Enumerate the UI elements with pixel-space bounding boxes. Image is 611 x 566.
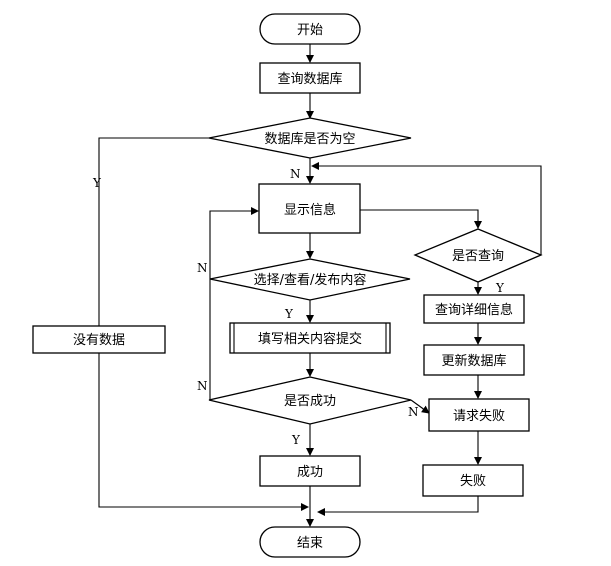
edge-success-no-to-reqfail: [410, 399, 430, 414]
process-success-label: 成功: [297, 465, 323, 480]
node-is-query: 是否查询: [413, 228, 543, 283]
node-success: 成功: [259, 455, 361, 487]
process-no-data-shape: [32, 325, 166, 354]
process-fail-shape: [422, 464, 524, 497]
node-fail: 失败: [422, 464, 524, 497]
process-success-shape: [259, 455, 361, 487]
terminal-start-shape: [259, 13, 361, 45]
node-is-success: 是否成功: [208, 376, 412, 425]
node-select-action: 选择/查看/发布内容: [209, 258, 411, 301]
edge-labels: Y N Y Y N N Y N: [92, 167, 505, 447]
label-success-yes: Y: [291, 433, 301, 447]
edge-show-to-isquery: [360, 209, 482, 229]
process-fill-label: 填写相关内容提交: [258, 331, 362, 347]
decision-success-shape: [208, 376, 412, 425]
node-start: 开始: [259, 13, 361, 45]
label-db-empty-no: N: [290, 167, 301, 181]
edge-isquery-loop: [311, 162, 542, 255]
decision-select-label: 选择/查看/发布内容: [254, 272, 367, 288]
terminal-start-label: 开始: [297, 23, 323, 38]
decision-db-empty-shape: [208, 117, 412, 159]
decision-is-query-label: 是否查询: [452, 249, 504, 264]
process-fail-label: 失败: [460, 474, 486, 489]
node-query-detail: 查询详细信息: [423, 294, 525, 324]
process-query-db-label: 查询数据库: [277, 71, 342, 87]
node-no-data: 没有数据: [32, 325, 166, 354]
node-show-info: 显示信息: [258, 183, 361, 234]
process-query-detail-shape: [423, 294, 525, 324]
label-is-query-yes: Y: [495, 281, 505, 295]
node-update-db: 更新数据库: [423, 344, 525, 376]
node-request-fail: 请求失败: [428, 398, 530, 432]
node-query-db: 查询数据库: [259, 62, 361, 94]
decision-select-shape: [209, 258, 411, 301]
decision-db-empty-label: 数据库是否为空: [264, 131, 355, 147]
process-request-fail-shape: [428, 398, 530, 432]
label-select-yes: Y: [284, 307, 294, 321]
terminal-end-label: 结束: [297, 536, 323, 551]
edge-select-no-loop: [209, 207, 259, 279]
decision-is-query-shape: [413, 228, 543, 283]
process-update-db-label: 更新数据库: [441, 353, 506, 369]
edge-nodata-to-end: [98, 353, 309, 511]
label-success-no-right: N: [408, 405, 419, 419]
node-end: 结束: [259, 526, 361, 558]
process-update-db-shape: [423, 344, 525, 376]
edge-fail-to-end: [317, 496, 479, 516]
process-no-data-label: 没有数据: [73, 333, 125, 348]
process-query-db-shape: [259, 62, 361, 94]
label-success-no-left: N: [197, 379, 208, 393]
label-select-no: N: [197, 261, 208, 275]
edge-empty-yes-to-nodata: [98, 137, 210, 326]
connectors: [98, 44, 542, 527]
process-request-fail-label: 请求失败: [453, 409, 505, 424]
label-db-empty-yes: Y: [92, 176, 102, 190]
decision-success-label: 是否成功: [284, 394, 336, 409]
node-fill-content: 填写相关内容提交: [229, 322, 391, 354]
process-show-info-label: 显示信息: [284, 202, 336, 218]
process-fill-shape: [229, 322, 391, 354]
node-db-empty: 数据库是否为空: [208, 117, 412, 159]
process-query-detail-label: 查询详细信息: [435, 302, 513, 318]
terminal-end-shape: [259, 526, 361, 558]
process-show-info-shape: [258, 183, 361, 234]
